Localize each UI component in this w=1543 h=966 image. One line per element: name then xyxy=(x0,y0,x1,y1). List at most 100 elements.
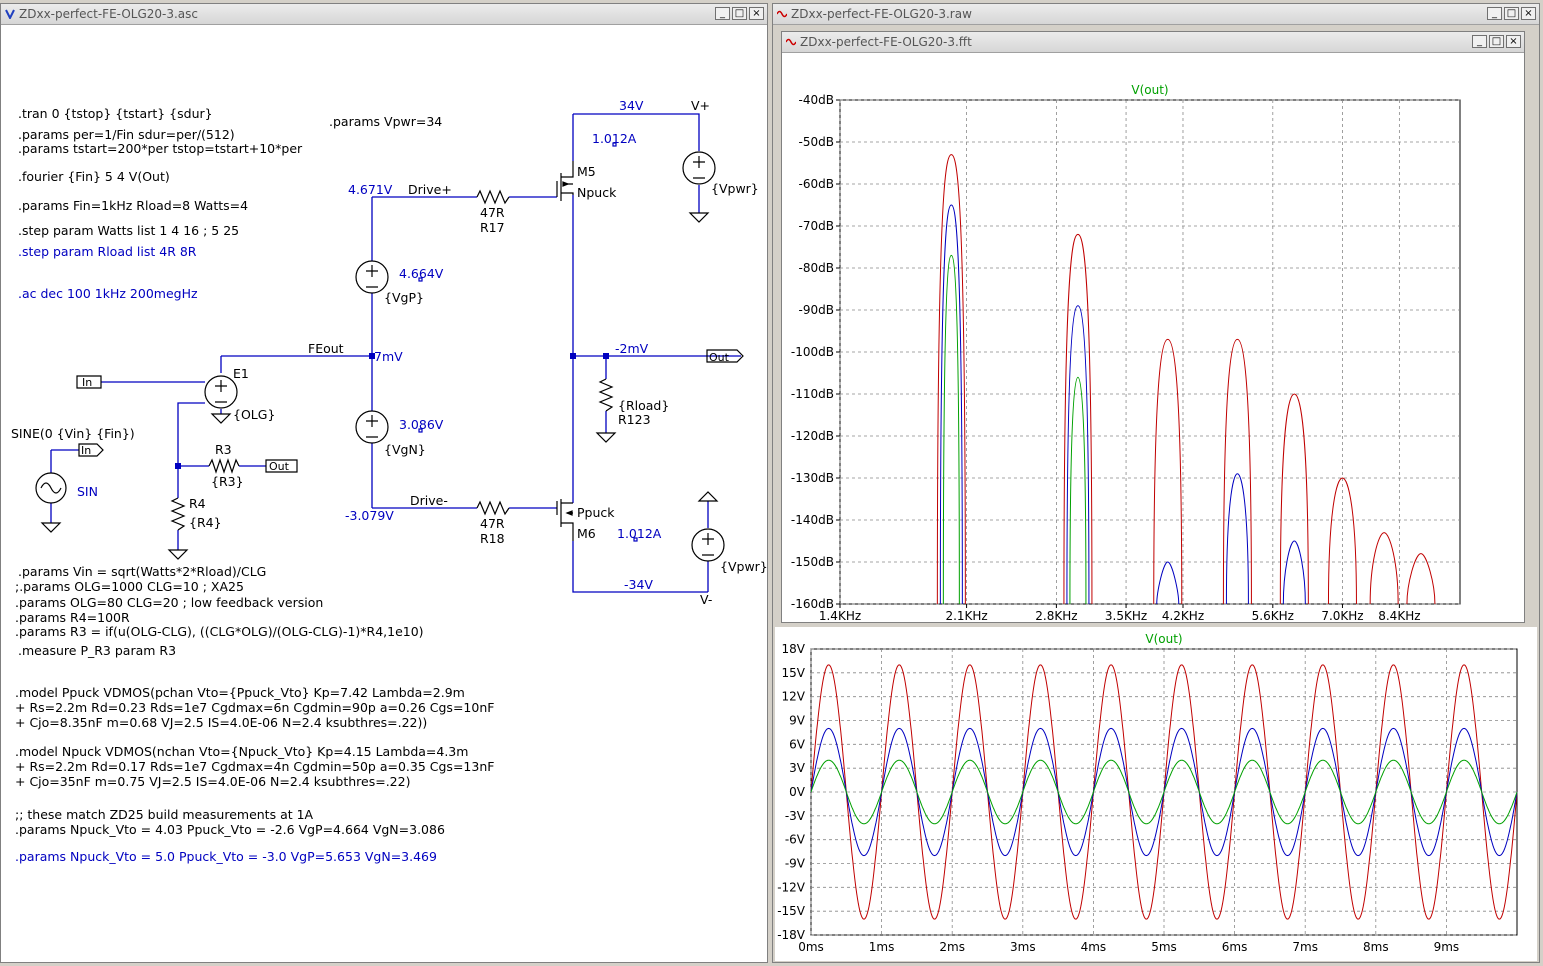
minimize-button[interactable]: _ xyxy=(715,7,730,20)
svg-text:Out: Out xyxy=(709,351,730,364)
svg-text:34V: 34V xyxy=(619,98,644,113)
directive[interactable]: .ac dec 100 1kHz 200megHz xyxy=(18,286,198,301)
directive[interactable]: .params tstart=200*per tstop=tstart+10*p… xyxy=(18,141,303,156)
directive[interactable]: .params per=1/Fin sdur=per/(512) xyxy=(18,127,235,142)
minimize-button[interactable]: _ xyxy=(1472,35,1487,48)
svg-text:Npuck: Npuck xyxy=(577,185,617,200)
fft-titlebar[interactable]: ZDxx-perfect-FE-OLG20-3.fft _ □ × xyxy=(782,32,1524,53)
minimize-button[interactable]: _ xyxy=(1487,7,1502,20)
vcvs-e1[interactable] xyxy=(204,375,238,409)
y-tick-label: -60dB xyxy=(799,177,834,191)
schematic-titlebar[interactable]: ZDxx-perfect-FE-OLG20-3.asc _ □ × xyxy=(1,4,767,25)
directive[interactable]: + Rs=2.2m Rd=0.17 Rds=1e7 Cgdmax=4n Cgdm… xyxy=(15,759,494,774)
svg-text:1.012A: 1.012A xyxy=(617,526,662,541)
schematic-window[interactable]: ZDxx-perfect-FE-OLG20-3.asc _ □ × .tran … xyxy=(0,3,768,963)
raw-window[interactable]: ZDxx-perfect-FE-OLG20-3.raw _ □ × V(out)… xyxy=(772,3,1540,963)
resistor-r18[interactable] xyxy=(476,500,510,516)
svg-text:{VgP}: {VgP} xyxy=(384,290,424,305)
svg-text:4.671V: 4.671V xyxy=(348,182,393,197)
vsource-vpwr-bottom[interactable] xyxy=(691,528,725,562)
directive[interactable]: ;; these match ZD25 build measurements a… xyxy=(15,807,314,822)
directive[interactable]: + Cjo=8.35nF m=0.68 VJ=2.5 IS=4.0E-06 N=… xyxy=(15,715,427,730)
close-button[interactable]: × xyxy=(1521,7,1536,20)
directive[interactable]: .step param Watts list 1 4 16 ; 5 25 xyxy=(18,223,239,238)
directive[interactable]: .tran 0 {tstop} {tstart} {sdur} xyxy=(18,106,213,121)
svg-text:SIN: SIN xyxy=(77,484,98,499)
net-flag-in[interactable] xyxy=(76,375,102,389)
svg-text:M6: M6 xyxy=(577,526,596,541)
directive[interactable]: .params R3 = if(u(OLG-CLG), ((CLG*OLG)/(… xyxy=(15,624,424,639)
directive[interactable]: .params Vin = sqrt(Watts*2*Rload)/CLG xyxy=(18,564,266,579)
time-chart[interactable]: V(out)18V15V12V9V6V3V0V-3V-6V-9V-12V-15V… xyxy=(775,627,1537,961)
svg-text:{R4}: {R4} xyxy=(189,515,222,530)
directive[interactable]: + Rs=2.2m Rd=0.23 Rds=1e7 Cgdmax=6n Cgdm… xyxy=(15,700,494,715)
fft-chart[interactable]: V(out)-40dB-50dB-60dB-70dB-80dB-90dB-100… xyxy=(782,52,1524,622)
directive[interactable]: .measure P_R3 param R3 xyxy=(18,643,176,658)
net-flag-out[interactable] xyxy=(706,349,744,363)
directive[interactable]: .model Npuck VDMOS(nchan Vto={Npuck_Vto}… xyxy=(15,744,468,759)
svg-text:E1: E1 xyxy=(233,366,249,381)
resistor-r3[interactable] xyxy=(208,458,240,474)
directive[interactable]: ;.params OLG=1000 CLG=10 ; XA25 xyxy=(15,579,244,594)
fft-window[interactable]: ZDxx-perfect-FE-OLG20-3.fft _ □ × V(out)… xyxy=(781,31,1525,623)
schematic-labels: 34V V+ 1.012A M5 Npuck 4.671V Drive+ 47R… xyxy=(11,98,767,607)
directive[interactable]: .params Vpwr=34 xyxy=(329,114,442,129)
y-tick-label: 6V xyxy=(789,737,806,751)
net-flag-in[interactable] xyxy=(78,443,104,457)
ground-symbol xyxy=(688,212,710,223)
directive[interactable]: .params Npuck_Vto = 4.03 Ppuck_Vto = -2.… xyxy=(15,822,445,837)
svg-text:V-: V- xyxy=(700,592,712,607)
raw-titlebar[interactable]: ZDxx-perfect-FE-OLG20-3.raw _ □ × xyxy=(773,4,1539,25)
directive[interactable]: .model Ppuck VDMOS(pchan Vto={Ppuck_Vto}… xyxy=(15,685,465,700)
maximize-button[interactable]: □ xyxy=(1489,35,1504,48)
x-tick-label: 1ms xyxy=(869,940,895,954)
y-tick-label: -6V xyxy=(785,833,806,847)
maximize-button[interactable]: □ xyxy=(1504,7,1519,20)
directive[interactable]: .params OLG=80 CLG=20 ; low feedback ver… xyxy=(15,595,323,610)
svg-text:R4: R4 xyxy=(189,496,206,511)
resistor-r17[interactable] xyxy=(476,189,510,205)
harmonic-peak xyxy=(1279,393,1309,604)
vsource-vgn[interactable] xyxy=(355,410,389,444)
vsource-vpwr-top[interactable] xyxy=(682,151,716,185)
x-tick-label: 8.4KHz xyxy=(1378,609,1420,622)
net-flag-out[interactable] xyxy=(265,459,298,473)
schematic-canvas[interactable]: .tran 0 {tstop} {tstart} {sdur} .params … xyxy=(1,24,767,962)
close-button[interactable]: × xyxy=(749,7,764,20)
close-button[interactable]: × xyxy=(1506,35,1521,48)
svg-text:Ppuck: Ppuck xyxy=(577,505,615,520)
y-tick-label: 18V xyxy=(782,642,806,656)
maximize-button[interactable]: □ xyxy=(732,7,747,20)
resistor-r123[interactable] xyxy=(598,378,614,412)
directive[interactable]: .params Fin=1kHz Rload=8 Watts=4 xyxy=(18,198,248,213)
svg-text:{Vpwr}: {Vpwr} xyxy=(720,559,767,574)
svg-text:4.664V: 4.664V xyxy=(399,266,444,281)
ground-symbol xyxy=(595,432,617,443)
svg-text:R3: R3 xyxy=(215,442,232,457)
svg-text:7mV: 7mV xyxy=(374,349,403,364)
y-tick-label: -150dB xyxy=(791,555,834,569)
harmonic-peak xyxy=(1153,338,1183,604)
directive[interactable]: + Cjo=35nF m=0.75 VJ=2.5 IS=4.0E-06 N=2.… xyxy=(15,774,410,789)
x-tick-label: 4.2KHz xyxy=(1162,609,1204,622)
directive[interactable]: .fourier {Fin} 5 4 V(Out) xyxy=(18,169,170,184)
x-tick-label: 7ms xyxy=(1292,940,1318,954)
svg-text:R17: R17 xyxy=(480,220,505,235)
mosfet-m5[interactable] xyxy=(556,161,574,201)
x-tick-label: 0ms xyxy=(798,940,824,954)
x-tick-label: 9ms xyxy=(1434,940,1460,954)
components xyxy=(35,142,744,562)
directive[interactable]: .step param Rload list 4R 8R xyxy=(18,244,197,259)
svg-text:{R3}: {R3} xyxy=(211,474,244,489)
y-tick-label: -9V xyxy=(785,857,806,871)
chart-title: V(out) xyxy=(1131,83,1168,97)
vsource-vgp[interactable] xyxy=(355,260,389,294)
y-tick-label: -12V xyxy=(777,880,806,894)
mosfet-m6[interactable] xyxy=(556,499,574,541)
resistor-r4[interactable] xyxy=(170,497,186,531)
vsource-sin[interactable] xyxy=(35,472,67,504)
directive[interactable]: .params Npuck_Vto = 5.0 Ppuck_Vto = -3.0… xyxy=(15,849,437,864)
directive[interactable]: .params R4=100R xyxy=(15,610,130,625)
svg-text:-34V: -34V xyxy=(624,577,653,592)
